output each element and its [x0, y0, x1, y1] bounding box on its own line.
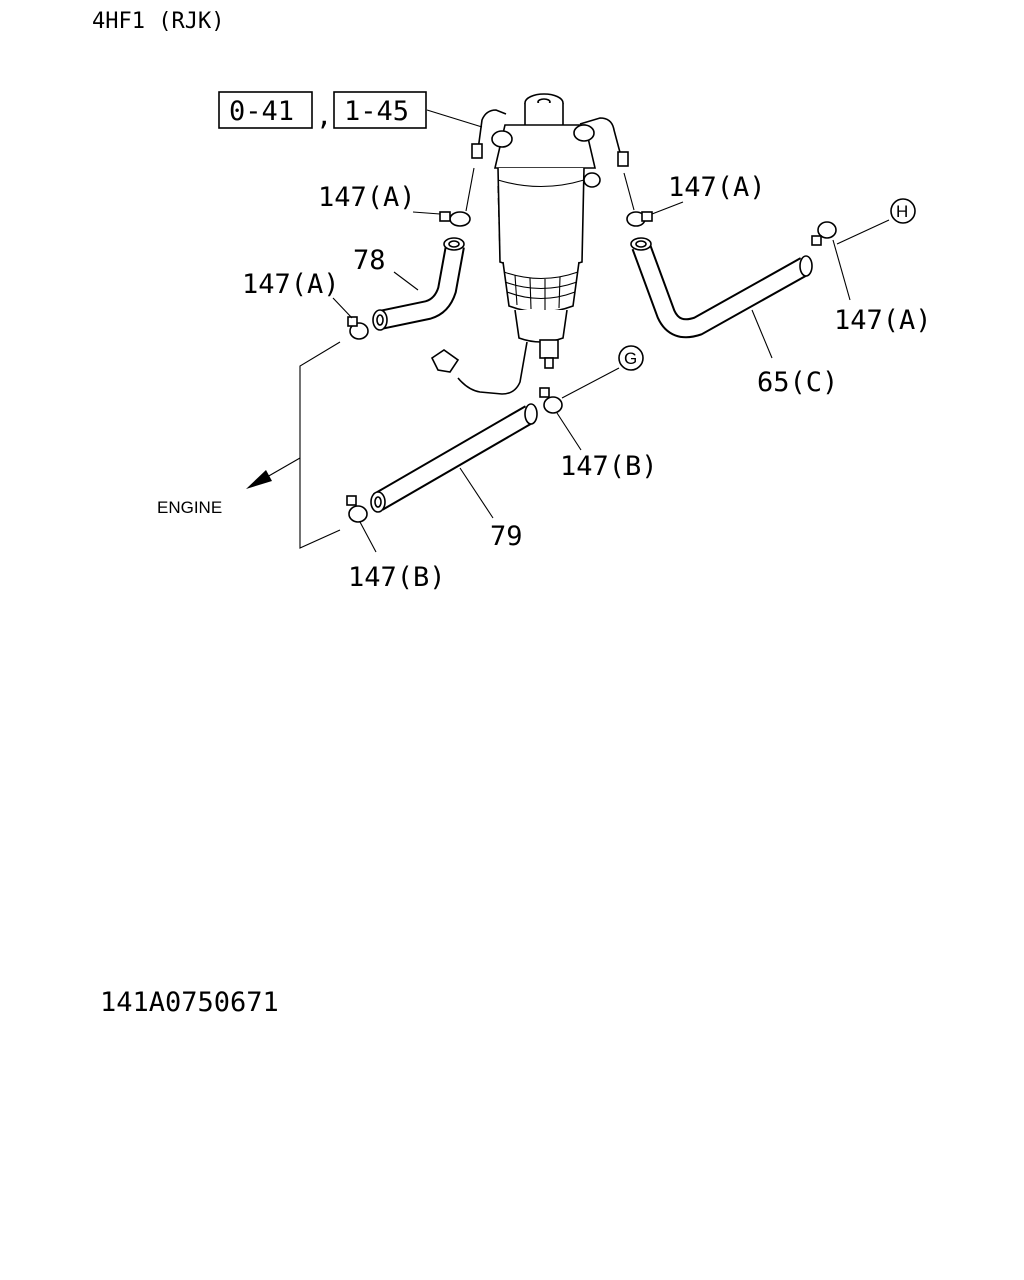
head-port-left: [491, 130, 513, 148]
callout-79[interactable]: 79: [490, 521, 523, 552]
figure-id: 141A0750671: [100, 987, 279, 1018]
ref-separator: ,: [316, 101, 332, 132]
callout-147b-left[interactable]: 147(B): [348, 562, 446, 593]
callout-147a-left[interactable]: 147(A): [242, 269, 340, 300]
hose-79[interactable]: [370, 403, 538, 513]
hose-78[interactable]: [372, 237, 465, 331]
callout-78[interactable]: 78: [353, 245, 386, 276]
drain-plug: [539, 339, 559, 359]
clamp-right-79[interactable]: [539, 387, 563, 414]
outlet-pipe: [579, 117, 623, 161]
ref-leader-line: [426, 109, 483, 128]
sensor-wire: [457, 341, 528, 395]
filter-head: [493, 124, 597, 169]
clamp-left-78[interactable]: [347, 316, 369, 340]
clamp-right-65c[interactable]: [811, 221, 837, 246]
fuel-filter-assembly: [491, 93, 601, 369]
clamp-upper-left[interactable]: [439, 211, 471, 227]
ref-a-label: 0-41: [229, 96, 294, 127]
sensor-connector: [430, 349, 460, 373]
callout-147a-upper-left[interactable]: 147(A): [318, 182, 416, 213]
callout-147a-upper-right[interactable]: 147(A): [668, 172, 766, 203]
callout-147b-right[interactable]: 147(B): [560, 451, 658, 482]
hose-65c[interactable]: [630, 237, 813, 339]
clamp-upper-right[interactable]: [626, 211, 653, 227]
callout-147a-right[interactable]: 147(A): [834, 305, 932, 336]
ref-box-a[interactable]: [218, 91, 313, 129]
leader-lines: [332, 167, 890, 553]
connector-h[interactable]: H: [890, 198, 916, 224]
callout-65c[interactable]: 65(C): [757, 367, 838, 398]
inlet-pipe: [477, 109, 507, 151]
engine-label: ENGINE: [157, 498, 222, 517]
svg-text:G: G: [624, 349, 637, 368]
engine-arrow-icon: [246, 470, 272, 489]
filter-lower-cup: [514, 309, 568, 343]
ref-box-b[interactable]: [333, 91, 427, 129]
head-port-right: [573, 124, 595, 142]
connector-g[interactable]: G: [618, 345, 644, 371]
clamp-left-79[interactable]: [346, 495, 368, 523]
engine-routing: [246, 341, 341, 549]
ref-b-label: 1-45: [344, 96, 409, 127]
reference-boxes: 0-41 , 1-45: [218, 91, 483, 132]
model-code: 4HF1 (RJK): [92, 9, 224, 34]
svg-text:H: H: [896, 202, 908, 221]
filter-sediment-cup: [502, 261, 580, 313]
